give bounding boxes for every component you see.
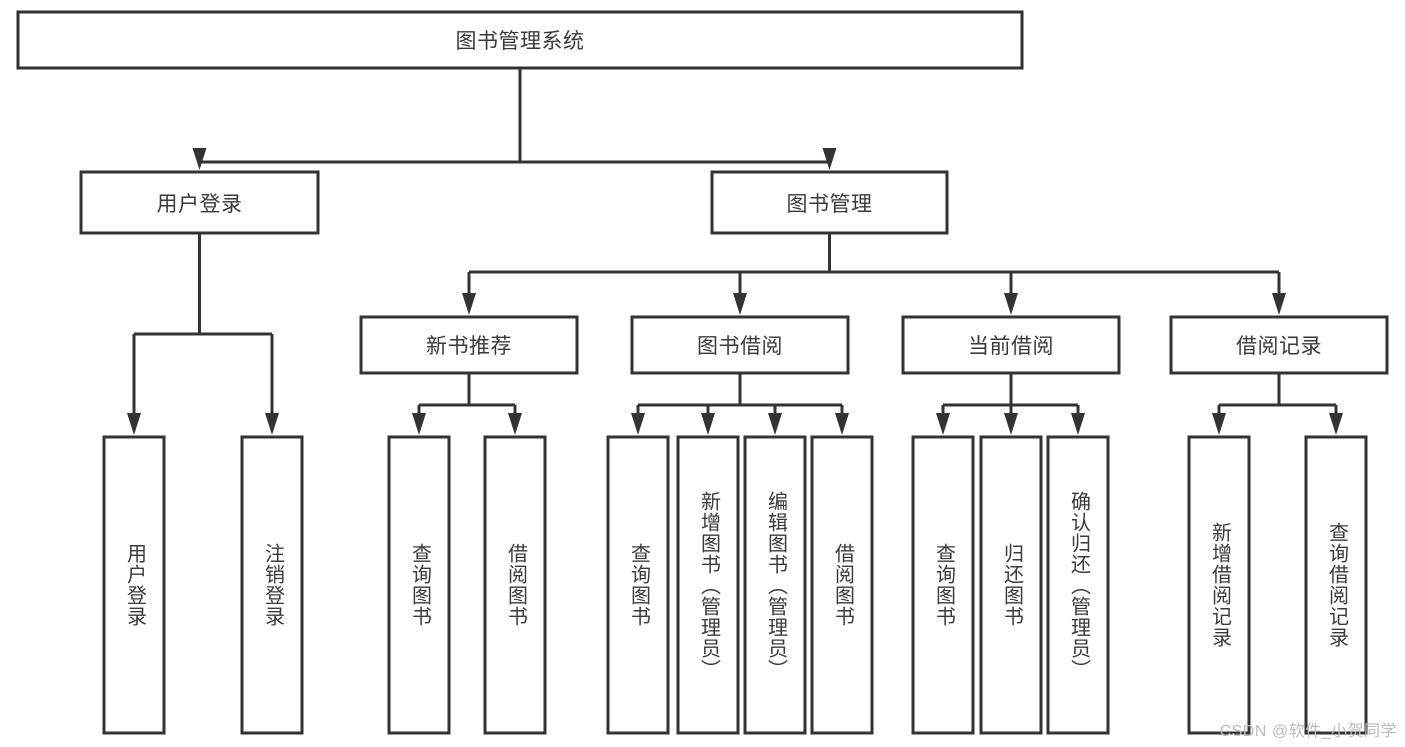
node-box-new-book-rec[interactable] bbox=[359, 315, 579, 375]
arrow-head-icon bbox=[768, 413, 782, 435]
node-box-leaf-query-book-3[interactable] bbox=[911, 435, 975, 735]
node-box-book-borrow[interactable] bbox=[630, 315, 850, 375]
arrow-head-icon bbox=[936, 413, 950, 435]
arrow-head-icon bbox=[412, 413, 426, 435]
arrow-head-icon bbox=[1212, 413, 1226, 435]
node-box-leaf-edit-book[interactable] bbox=[743, 435, 807, 735]
node-box-borrow-record[interactable] bbox=[1169, 315, 1389, 375]
arrow-head-icon bbox=[508, 413, 522, 435]
arrow-head-icon bbox=[701, 413, 715, 435]
arrow-head-icon bbox=[265, 413, 279, 435]
node-box-leaf-add-book[interactable] bbox=[676, 435, 740, 735]
arrow-head-icon bbox=[835, 413, 849, 435]
node-box-leaf-confirm-return[interactable] bbox=[1046, 435, 1110, 735]
arrow-head-icon bbox=[1329, 413, 1343, 435]
arrow-head-icon bbox=[1071, 413, 1085, 435]
node-box-leaf-query-record[interactable] bbox=[1304, 435, 1368, 735]
node-box-leaf-query-book-1[interactable] bbox=[387, 435, 451, 735]
node-box-leaf-logout[interactable] bbox=[240, 435, 304, 735]
node-box-leaf-borrow-book-2[interactable] bbox=[810, 435, 874, 735]
arrow-head-icon bbox=[462, 293, 476, 315]
node-box-leaf-query-book-2[interactable] bbox=[606, 435, 670, 735]
arrow-head-icon bbox=[1272, 293, 1286, 315]
arrow-head-icon bbox=[822, 148, 837, 170]
arrow-head-icon bbox=[733, 293, 747, 315]
node-box-current-borrow[interactable] bbox=[901, 315, 1121, 375]
node-box-book-manage[interactable] bbox=[710, 170, 949, 235]
node-box-leaf-user-login[interactable] bbox=[102, 435, 166, 735]
node-box-root[interactable] bbox=[16, 10, 1024, 70]
node-box-user-login[interactable] bbox=[79, 170, 320, 235]
node-box-leaf-add-record[interactable] bbox=[1187, 435, 1251, 735]
arrow-head-icon bbox=[631, 413, 645, 435]
arrow-head-icon bbox=[127, 413, 141, 435]
node-box-leaf-borrow-book-1[interactable] bbox=[483, 435, 547, 735]
node-box-leaf-return-book[interactable] bbox=[979, 435, 1043, 735]
arrow-head-icon bbox=[1004, 293, 1018, 315]
arrow-head-icon bbox=[1004, 413, 1018, 435]
arrow-head-icon bbox=[192, 148, 207, 170]
